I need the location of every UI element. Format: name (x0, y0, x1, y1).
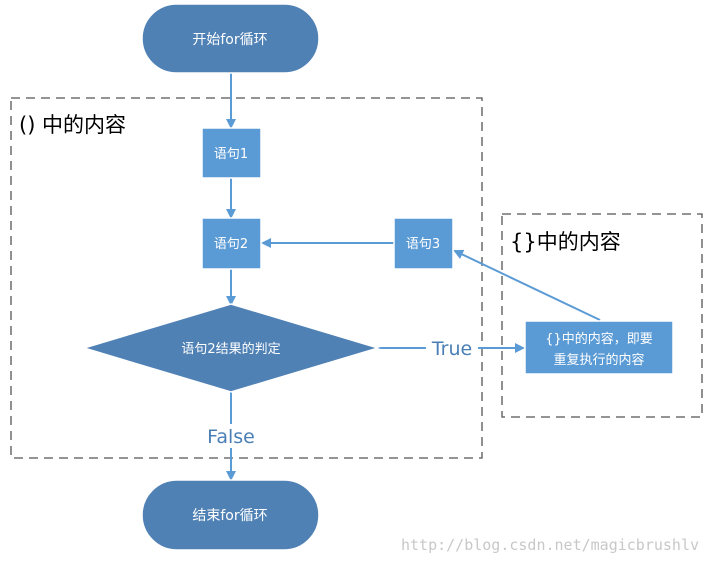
false-label: False (207, 426, 255, 448)
stmt3-node (393, 217, 454, 270)
start-node-label: 开始for循环 (192, 32, 267, 48)
stmt1-node (201, 127, 262, 179)
paren-group-box (10, 97, 483, 459)
brace-group-title: {}中的内容 (510, 230, 621, 254)
brace-group-box (501, 213, 703, 418)
loop-body-label-line2: 重复执行的内容 (553, 352, 644, 368)
watermark: http://blog.csdn.net/magicbrushlv (401, 536, 699, 554)
end-node-label: 结束for循环 (192, 508, 267, 524)
loop-body-label-line1: {}中的内容，即要 (545, 331, 653, 347)
end-node (141, 479, 320, 551)
paren-group-title: () 中的内容 (19, 113, 126, 137)
decision-node (81, 303, 381, 393)
stmt2-node (201, 217, 262, 270)
true-label: True (431, 338, 472, 360)
stmt3-node-label: 语句3 (406, 237, 440, 252)
loop-body-node (524, 320, 674, 375)
start-node (141, 3, 320, 74)
decision-node-label: 语句2结果的判定 (181, 341, 280, 357)
edge-body-to-stmt3 (453, 249, 601, 321)
stmt2-node-label: 语句2 (214, 237, 248, 252)
stmt1-node-label: 语句1 (214, 147, 248, 162)
